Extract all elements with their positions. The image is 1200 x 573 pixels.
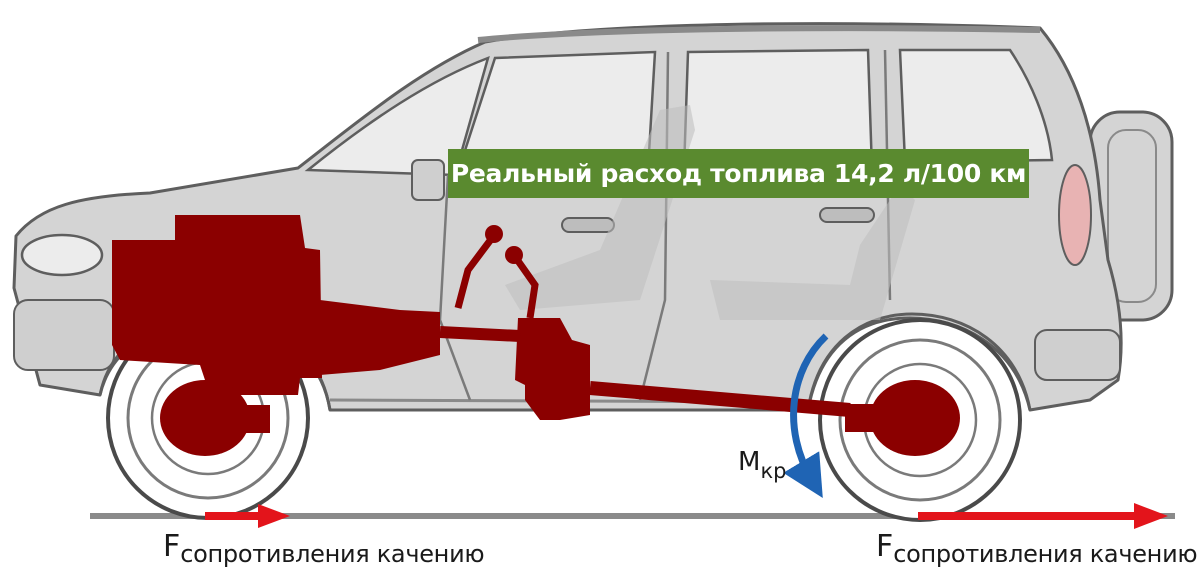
force-label-right: Fсопротивления качению	[876, 529, 1198, 567]
transfer-case	[515, 318, 590, 420]
force-label-left-subscript: сопротивления качению	[180, 540, 485, 568]
torque-label-subscript: кр	[760, 459, 787, 483]
torque-label: Mкр	[738, 447, 786, 482]
rear-door-handle	[819, 207, 875, 223]
side-mirror	[411, 159, 445, 201]
rear-quarter-window	[898, 48, 1054, 164]
force-label-left-main: F	[163, 529, 181, 564]
drivetrain	[112, 215, 960, 456]
rear-propshaft	[589, 381, 851, 417]
force-label-right-subscript: сопротивления качению	[893, 540, 1198, 568]
front-door-handle	[561, 217, 615, 233]
front-bumper	[13, 299, 115, 371]
windshield	[304, 55, 490, 177]
rear-axle-hub	[870, 380, 960, 456]
gear-lever	[454, 235, 495, 309]
headlight	[20, 233, 104, 277]
roof-rail	[477, 25, 1041, 43]
force-arrow-right	[918, 503, 1168, 529]
torque-label-main: M	[738, 447, 761, 477]
rear-bumper	[1034, 329, 1121, 381]
front-axle-hub	[160, 380, 250, 456]
fuel-consumption-banner: Реальный расход топлива 14,2 л/100 км	[448, 149, 1029, 198]
tail-light	[1058, 164, 1092, 266]
force-label-left: Fсопротивления качению	[163, 529, 485, 567]
rear-wheel-arch	[806, 312, 1032, 411]
rear-seat	[710, 185, 915, 320]
front-propshaft	[439, 326, 521, 342]
force-arrow-left	[205, 504, 290, 528]
gearbox	[320, 300, 440, 375]
force-label-right-main: F	[876, 529, 894, 564]
torque-arrow	[783, 333, 829, 499]
engine	[112, 215, 322, 395]
transfer-lever	[513, 255, 539, 319]
